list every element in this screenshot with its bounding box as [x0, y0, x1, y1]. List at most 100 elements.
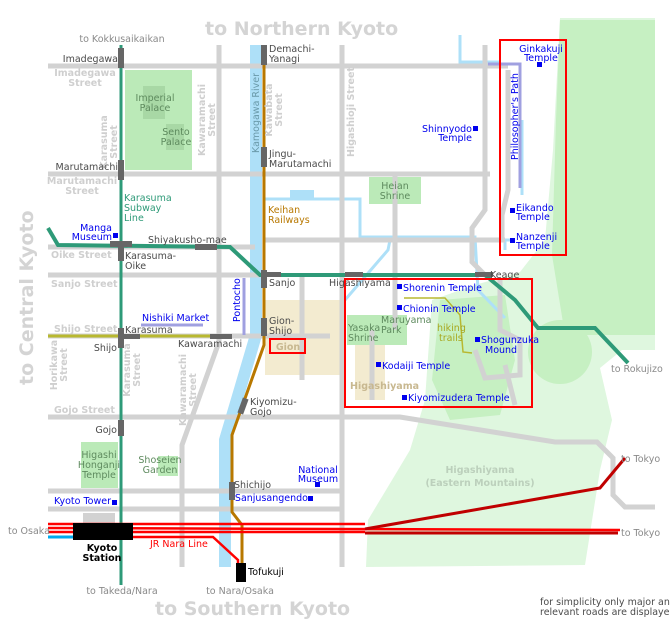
station-label: Imadegawa — [63, 54, 118, 65]
station-label: Keage — [490, 270, 519, 281]
philosophers-path — [488, 62, 522, 188]
hiking-trail — [404, 297, 473, 354]
poi-label[interactable]: Museum — [298, 474, 338, 485]
station-label: Higashiyama — [329, 278, 391, 289]
street-label: Kawaramachi — [178, 354, 189, 426]
street-label: Street — [68, 78, 102, 89]
mountain-dark-area — [552, 20, 655, 335]
station-label: Kawaramachi — [178, 339, 242, 350]
place-label: Yasaka — [347, 323, 380, 334]
street-label: Gojo Street — [54, 405, 115, 416]
station-label: Shijo — [94, 343, 117, 354]
poi-label[interactable]: Temple — [515, 241, 550, 252]
station-label: Karasuma- — [125, 251, 176, 262]
direction-south: to Southern Kyoto — [155, 598, 350, 620]
place-label: Sento — [162, 127, 190, 138]
street-label: Horikawa — [49, 340, 60, 390]
place-label: Imperial — [136, 93, 175, 104]
poi-label[interactable]: Kodaiji Temple — [382, 361, 450, 372]
shoseien-area — [158, 456, 178, 476]
poi-label[interactable]: Chionin Temple — [403, 304, 476, 315]
poi-markers — [112, 62, 542, 505]
poi-label[interactable]: Temple — [523, 53, 558, 64]
place-label: Honganji — [78, 460, 120, 471]
poi-label[interactable]: Nanzenji — [516, 232, 557, 243]
keihan-line — [230, 45, 266, 581]
station-label: Jingu- — [268, 149, 296, 160]
station-label: Yanagi — [268, 54, 300, 65]
poi-label[interactable]: Kyoto Tower — [54, 496, 111, 507]
street-label: Shijo Street — [54, 324, 118, 335]
street-label: Street — [65, 186, 99, 197]
place-label: Park — [381, 325, 402, 336]
street-label: Marutamachi — [47, 176, 117, 187]
mountain-dark-blob — [528, 320, 592, 384]
direction-tokyo: to Tokyo — [621, 528, 660, 539]
station-label: Sanjo — [269, 278, 296, 289]
place-label: Higashiyama — [350, 381, 419, 392]
place-label: Higashi — [81, 450, 116, 461]
poi-label[interactable]: National — [298, 465, 338, 476]
poi-label[interactable]: Mound — [485, 345, 517, 356]
kyoto-station-marker — [73, 523, 133, 540]
poi-label[interactable]: Museum — [72, 232, 112, 243]
poi-label[interactable]: Manga — [80, 223, 112, 234]
direction-takeda-nara: to Takeda/Nara — [86, 586, 157, 597]
place-label: Higashiyama — [445, 465, 514, 476]
poi-label[interactable]: Shinnyodo — [422, 124, 472, 135]
poi-label[interactable]: Kiyomizudera Temple — [408, 393, 510, 404]
poi-label[interactable]: Eikando — [516, 203, 554, 214]
tofukuji-station-marker — [236, 563, 246, 582]
place-label: Shrine — [348, 333, 379, 344]
place-label: Palace — [140, 103, 171, 114]
street-label: Karasuma — [99, 115, 110, 169]
imperial-park — [125, 70, 192, 170]
direction-rokujizo: to Rokujizo — [611, 364, 663, 375]
jr-dark-line — [364, 457, 627, 535]
direction-tokyo: to Tokyo — [621, 454, 660, 465]
imperial-palace-block — [143, 86, 165, 119]
station-label: Shichijo — [234, 480, 271, 491]
poi-label[interactable]: Nishiki Market — [142, 313, 209, 324]
station-label: Gion- — [269, 316, 294, 327]
line-label: JR Nara Line — [149, 539, 208, 550]
footnote: relevant roads are displayed — [540, 607, 670, 618]
station-label: Shiyakusho-mae — [148, 235, 227, 246]
honganji-area — [81, 442, 118, 488]
street-label: Oike Street — [51, 250, 112, 261]
street-label: Street — [132, 353, 143, 387]
mountain-dark-blob — [432, 295, 515, 420]
street-label: Street — [274, 93, 285, 127]
direction-central: to Central Kyoto — [16, 210, 38, 385]
place-label: Shrine — [380, 191, 411, 202]
northern-highlight-box — [499, 39, 567, 256]
street-label: Higashioji Street — [346, 67, 357, 157]
direction-north: to Northern Kyoto — [205, 18, 398, 40]
place-label: Temple — [81, 470, 116, 481]
poi-label[interactable]: Shogunzuka — [481, 335, 539, 346]
poi-label[interactable]: Temple — [437, 133, 472, 144]
station-label: Kyoto — [87, 543, 118, 554]
poi-label[interactable]: Temple — [515, 212, 550, 223]
street-label: Street — [59, 348, 70, 382]
station-label: Marutamachi — [56, 162, 118, 173]
station-label: Gojo — [95, 425, 117, 436]
philosophers-path-label: Philosopher's Path — [510, 73, 521, 160]
poi-label[interactable]: Shorenin Temple — [403, 283, 482, 294]
direction-kokkusaikaikan: to Kokkusaikaikan — [79, 34, 164, 45]
place-label: Palace — [161, 137, 192, 148]
place-label: (Eastern Mountains) — [425, 478, 534, 489]
gion-highlight-box — [269, 338, 306, 354]
street-label: Kawaramachi — [197, 84, 208, 156]
street-label: Imadegawa — [54, 68, 116, 79]
station-label: Station — [83, 553, 122, 564]
place-label: Heian — [381, 181, 408, 192]
pontocho-label: Pontocho — [232, 278, 243, 322]
direction-osaka: to Osaka — [8, 526, 50, 537]
poi-label[interactable]: Sanjusangendo — [235, 493, 308, 504]
station-label: Tofukuji — [247, 567, 284, 578]
poi-label[interactable]: Ginkakuji — [519, 44, 563, 55]
place-label: Gion — [276, 342, 301, 353]
